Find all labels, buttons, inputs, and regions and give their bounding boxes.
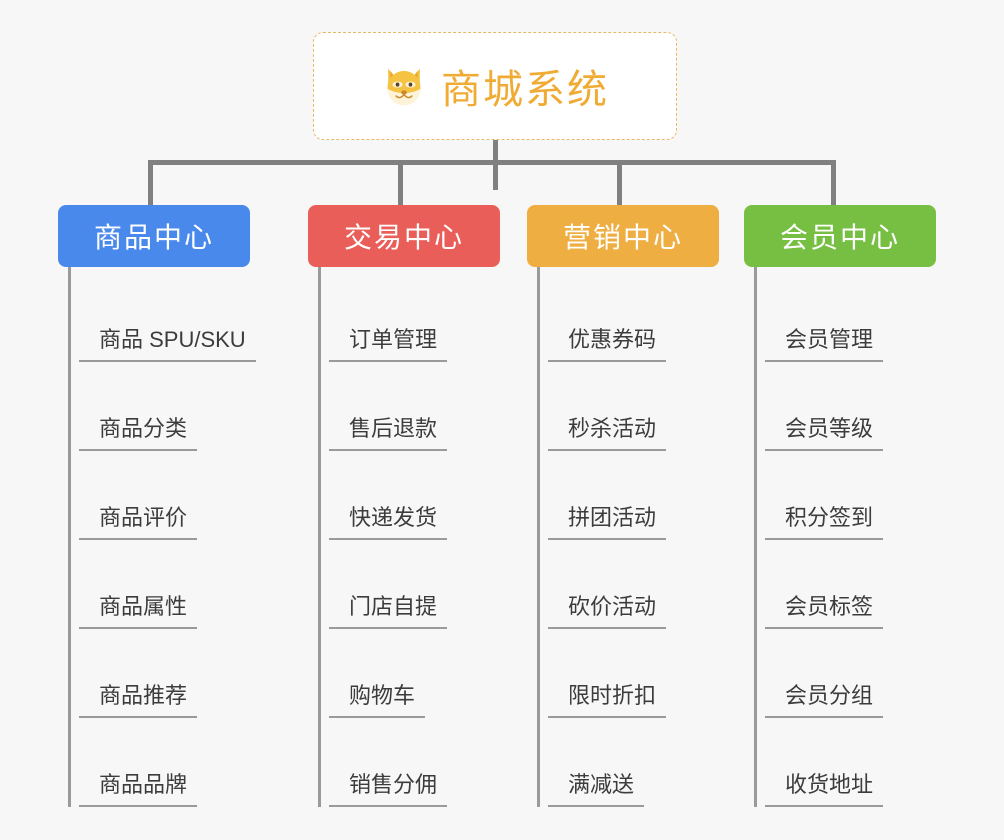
list-item[interactable]: 积分签到 <box>757 451 936 540</box>
list-item-label: 满减送 <box>548 767 645 807</box>
list-item-label: 积分签到 <box>765 500 884 540</box>
list-item-label: 会员标签 <box>765 589 884 629</box>
connector-drop-2 <box>398 160 403 205</box>
list-item[interactable]: 会员等级 <box>757 362 936 451</box>
list-item[interactable]: 会员管理 <box>757 273 936 362</box>
list-item-label: 订单管理 <box>329 322 448 362</box>
list-item[interactable]: 限时折扣 <box>540 629 719 718</box>
list-item-label: 购物车 <box>329 678 426 718</box>
branch-items-product-center: 商品 SPU/SKU 商品分类 商品评价 商品属性 商品推荐 商品品牌 <box>68 267 256 807</box>
list-item[interactable]: 收货地址 <box>757 718 936 807</box>
branch-member-center: 会员中心 会员管理 会员等级 积分签到 会员标签 会员分组 收货地址 <box>744 205 936 807</box>
list-item-label: 商品推荐 <box>79 678 198 718</box>
branch-items-member-center: 会员管理 会员等级 积分签到 会员标签 会员分组 收货地址 <box>754 267 936 807</box>
list-item[interactable]: 商品 SPU/SKU <box>71 273 256 362</box>
branch-header-label: 商品中心 <box>93 222 214 253</box>
list-item-label: 门店自提 <box>329 589 448 629</box>
list-item[interactable]: 会员标签 <box>757 540 936 629</box>
list-item-label: 商品属性 <box>79 589 198 629</box>
list-item-label: 会员等级 <box>765 411 884 451</box>
list-item[interactable]: 满减送 <box>540 718 719 807</box>
root-node[interactable]: 商城系统 <box>313 32 677 140</box>
list-item[interactable]: 商品推荐 <box>71 629 250 718</box>
list-item[interactable]: 商品分类 <box>71 362 250 451</box>
branch-trade-center: 交易中心 订单管理 售后退款 快递发货 门店自提 购物车 销售分佣 <box>308 205 500 807</box>
list-item-label: 商品品牌 <box>79 767 198 807</box>
list-item[interactable]: 商品属性 <box>71 540 250 629</box>
connector-horizontal-bar <box>148 160 836 165</box>
branch-marketing-center: 营销中心 优惠券码 秒杀活动 拼团活动 砍价活动 限时折扣 满减送 <box>527 205 719 807</box>
list-item[interactable]: 拼团活动 <box>540 451 719 540</box>
list-item[interactable]: 商品评价 <box>71 451 250 540</box>
connector-drop-1 <box>148 160 153 205</box>
branch-product-center: 商品中心 商品 SPU/SKU 商品分类 商品评价 商品属性 商品推荐 商品品牌 <box>58 205 256 807</box>
list-item-label: 砍价活动 <box>548 589 667 629</box>
connector-root-stem <box>493 140 498 190</box>
branch-header-product-center[interactable]: 商品中心 <box>58 205 250 267</box>
list-item-label: 收货地址 <box>765 767 884 807</box>
list-item-label: 快递发货 <box>329 500 448 540</box>
list-item-label: 限时折扣 <box>548 678 667 718</box>
list-item[interactable]: 商品品牌 <box>71 718 250 807</box>
branch-header-label: 交易中心 <box>343 222 464 253</box>
branch-items-marketing-center: 优惠券码 秒杀活动 拼团活动 砍价活动 限时折扣 满减送 <box>537 267 719 807</box>
list-item-label: 商品分类 <box>79 411 198 451</box>
list-item-label: 优惠券码 <box>548 322 667 362</box>
list-item[interactable]: 销售分佣 <box>321 718 500 807</box>
list-item-label: 秒杀活动 <box>548 411 667 451</box>
list-item[interactable]: 购物车 <box>321 629 500 718</box>
list-item-label: 会员分组 <box>765 678 884 718</box>
list-item[interactable]: 售后退款 <box>321 362 500 451</box>
branch-header-label: 会员中心 <box>779 222 900 253</box>
branch-header-label: 营销中心 <box>562 222 683 253</box>
connector-drop-4 <box>831 160 836 205</box>
list-item[interactable]: 秒杀活动 <box>540 362 719 451</box>
branch-items-trade-center: 订单管理 售后退款 快递发货 门店自提 购物车 销售分佣 <box>318 267 500 807</box>
list-item[interactable]: 订单管理 <box>321 273 500 362</box>
list-item[interactable]: 门店自提 <box>321 540 500 629</box>
list-item-label: 会员管理 <box>765 322 884 362</box>
branch-header-marketing-center[interactable]: 营销中心 <box>527 205 719 267</box>
list-item[interactable]: 砍价活动 <box>540 540 719 629</box>
list-item[interactable]: 会员分组 <box>757 629 936 718</box>
list-item-label: 售后退款 <box>329 411 448 451</box>
shiba-dog-face-icon <box>381 63 427 109</box>
list-item-label: 销售分佣 <box>329 767 448 807</box>
list-item[interactable]: 优惠券码 <box>540 273 719 362</box>
branch-header-trade-center[interactable]: 交易中心 <box>308 205 500 267</box>
root-title: 商城系统 <box>441 68 609 112</box>
list-item-label: 拼团活动 <box>548 500 667 540</box>
list-item-label: 商品评价 <box>79 500 198 540</box>
connector-drop-3 <box>617 160 622 205</box>
list-item[interactable]: 快递发货 <box>321 451 500 540</box>
list-item-label: 商品 SPU/SKU <box>79 322 256 362</box>
branch-header-member-center[interactable]: 会员中心 <box>744 205 936 267</box>
